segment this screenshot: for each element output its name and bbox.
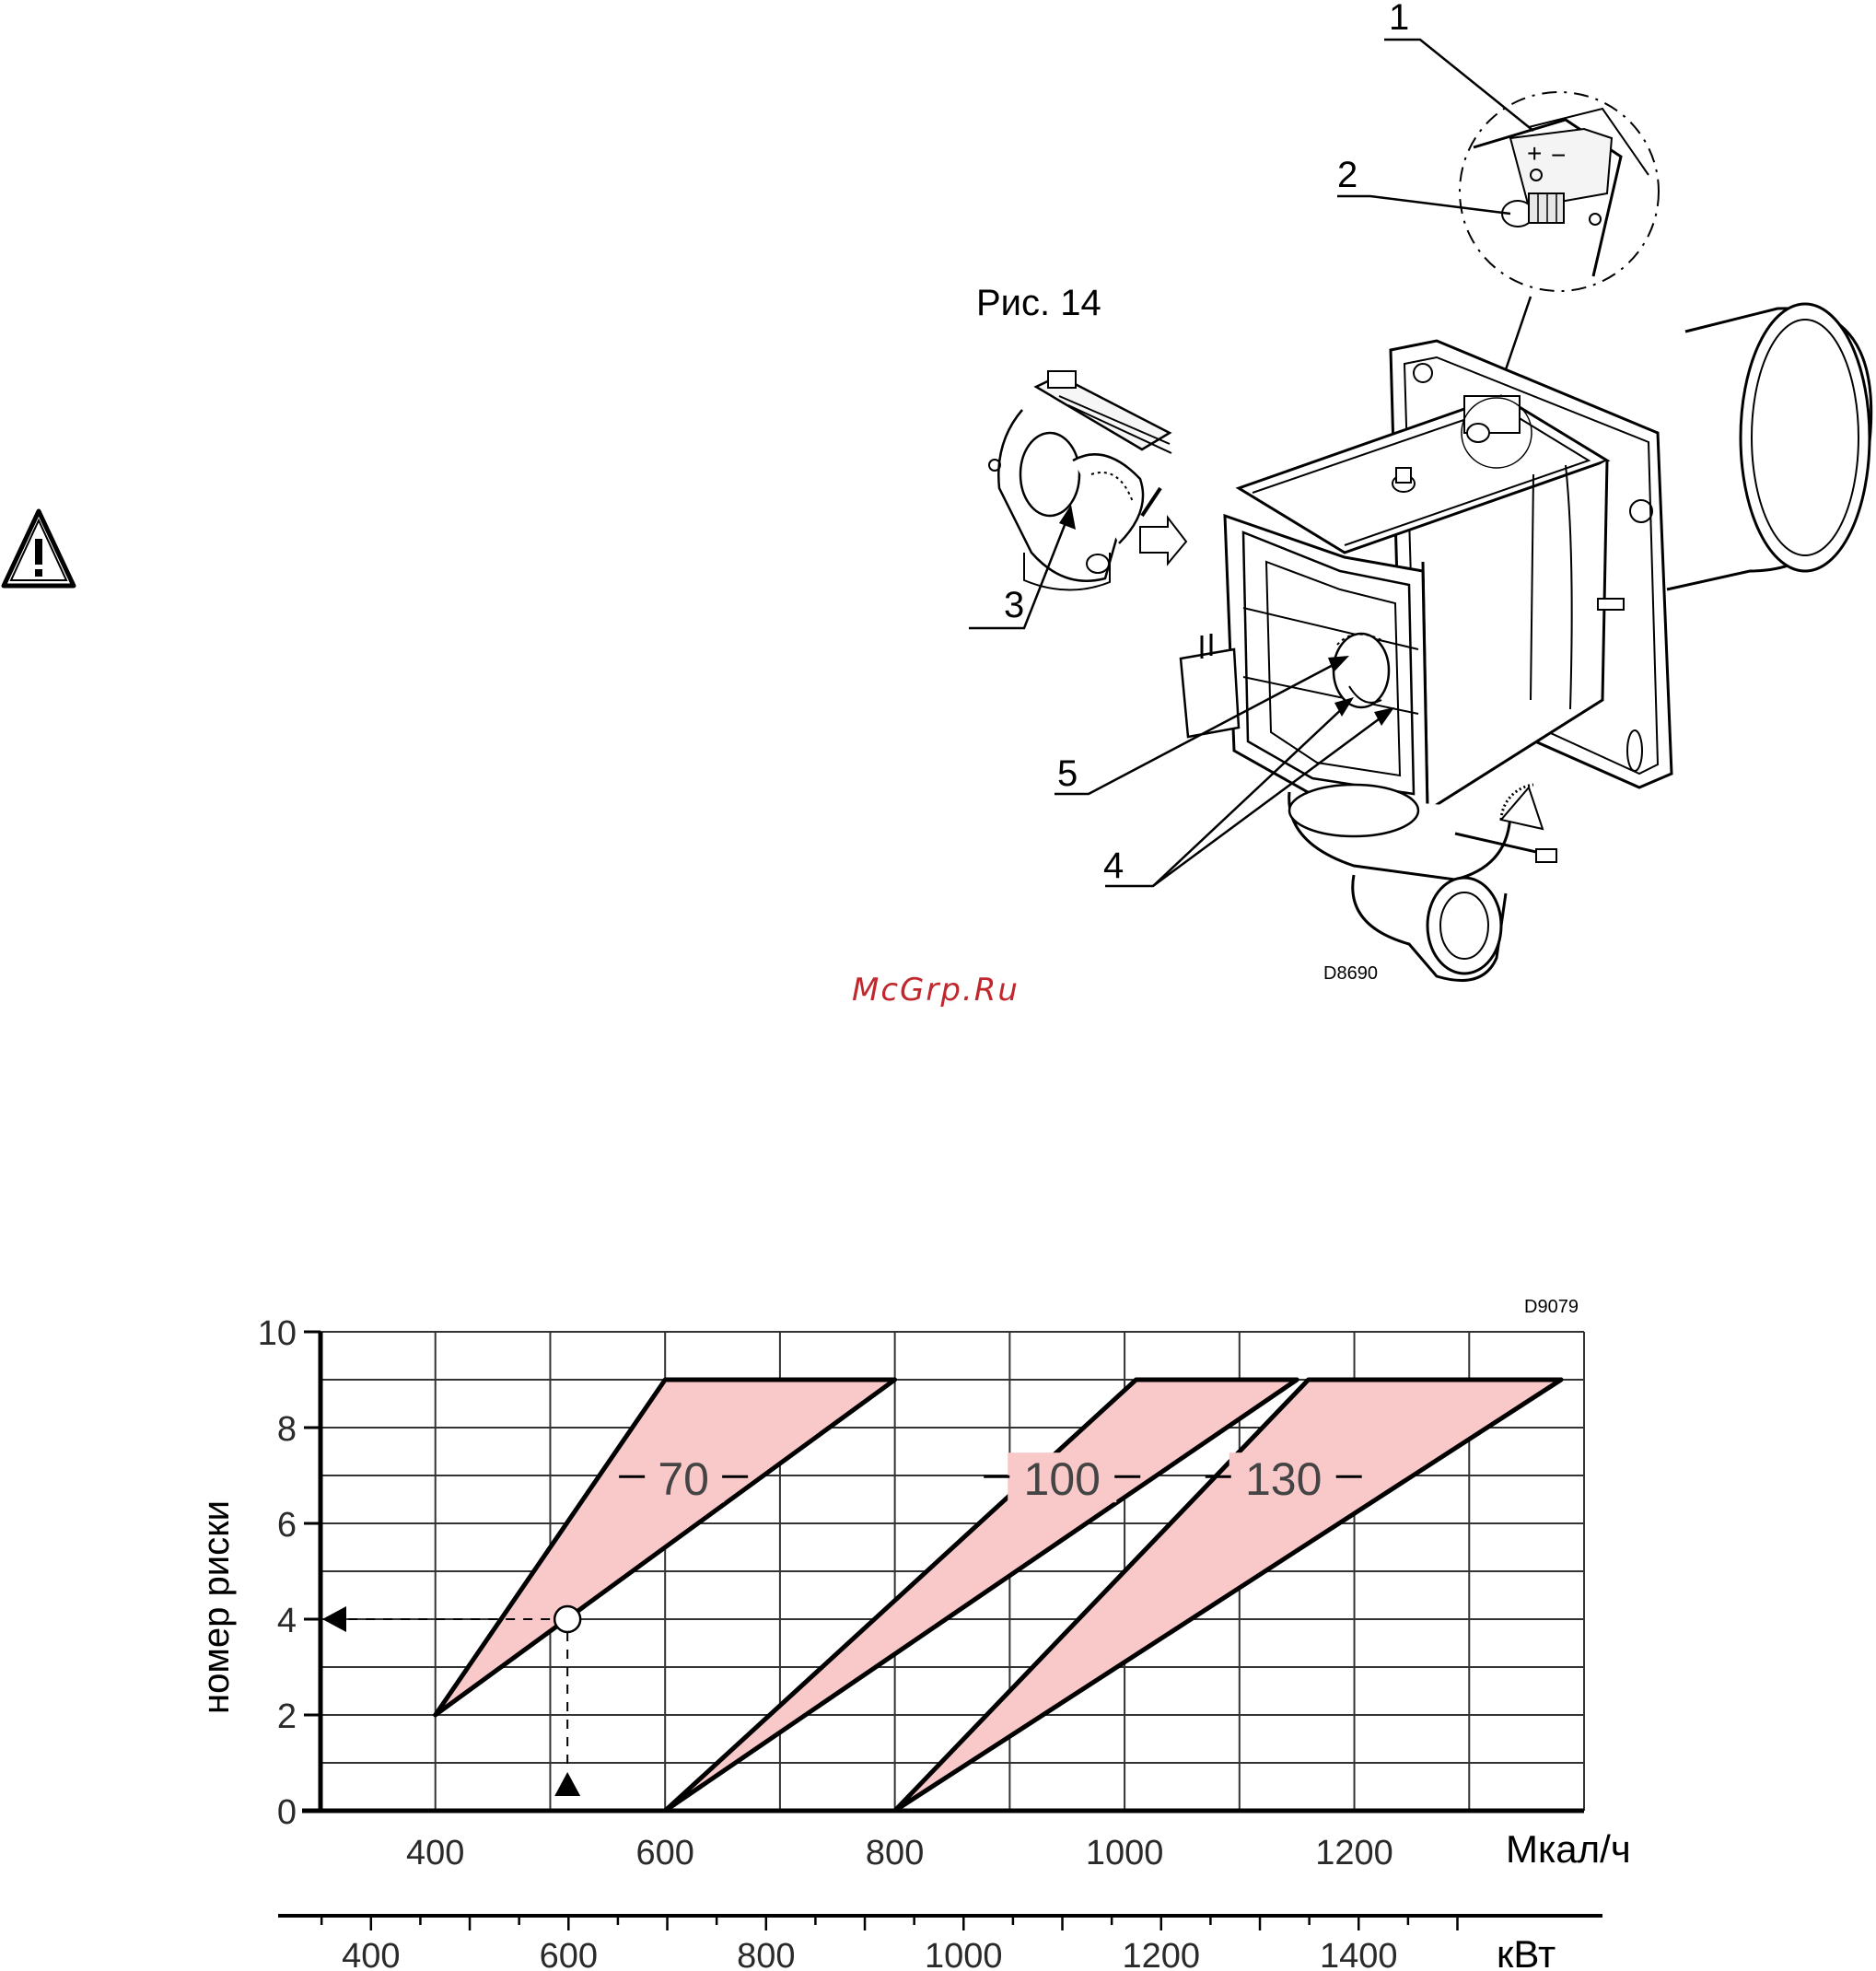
callout-3: 3: [1004, 585, 1024, 625]
x2-tick-label: 400: [342, 1937, 400, 1971]
y-tick-label: 4: [277, 1602, 297, 1640]
warning-triangle-icon: [4, 511, 74, 586]
y-tick-label: 6: [277, 1506, 297, 1545]
x2-tick-label: 600: [540, 1937, 598, 1971]
damper-setting-chart: D9079 0 2 4 6 8 10 400 600 800 1000 1200 400 600 800 1…: [196, 1297, 1631, 1971]
damper-detail-sketch: [989, 371, 1171, 590]
x2-tick-label: 800: [737, 1937, 795, 1971]
x2-tick-label: 1400: [1320, 1937, 1398, 1971]
x2-tick-label: 1200: [1122, 1937, 1200, 1971]
x-tick-label: 800: [866, 1834, 924, 1872]
minus-sign: −: [1551, 141, 1566, 169]
example-point: [554, 1606, 580, 1632]
burner-assembly-drawing: [1181, 304, 1871, 981]
callout-4: 4: [1103, 846, 1124, 886]
x-tick-label: 1200: [1315, 1834, 1393, 1872]
callout-5: 5: [1057, 753, 1078, 794]
x-tick-label: 1000: [1086, 1834, 1164, 1872]
remove-arrow-icon: [1140, 518, 1186, 564]
detail-pointer: [1503, 297, 1531, 378]
band-label-100: 100: [1024, 1453, 1101, 1505]
band-label-70: 70: [658, 1453, 709, 1505]
y-tick-label: 2: [277, 1697, 297, 1736]
y-tick-label: 8: [277, 1410, 297, 1449]
chart-code: D9079: [1524, 1297, 1579, 1317]
callout-1: 1: [1389, 0, 1409, 38]
x-tick-label: 400: [406, 1834, 464, 1872]
figure-caption: Рис. 14: [976, 283, 1101, 323]
band-130: [895, 1380, 1562, 1811]
callout-2: 2: [1337, 155, 1357, 195]
x-tick-label: 600: [635, 1834, 693, 1872]
y-tick-label: 10: [258, 1314, 297, 1353]
x-axis-label: Мкал/ч: [1506, 1827, 1631, 1871]
example-arrow-up-icon: [554, 1772, 580, 1796]
x2-tick-label: 1000: [925, 1937, 1003, 1971]
drawing-code: D8690: [1323, 963, 1378, 984]
detail-magnifier: − +: [1460, 92, 1659, 291]
band-label-130: 130: [1245, 1453, 1322, 1505]
example-arrow-left-icon: [322, 1606, 346, 1632]
y-axis-label: номер риски: [196, 1500, 237, 1714]
plus-sign: +: [1527, 139, 1542, 168]
y-tick-label: 0: [277, 1793, 297, 1832]
x2-axis-label: кВт: [1497, 1932, 1556, 1971]
watermark: McGrp.Ru: [852, 972, 1020, 1009]
